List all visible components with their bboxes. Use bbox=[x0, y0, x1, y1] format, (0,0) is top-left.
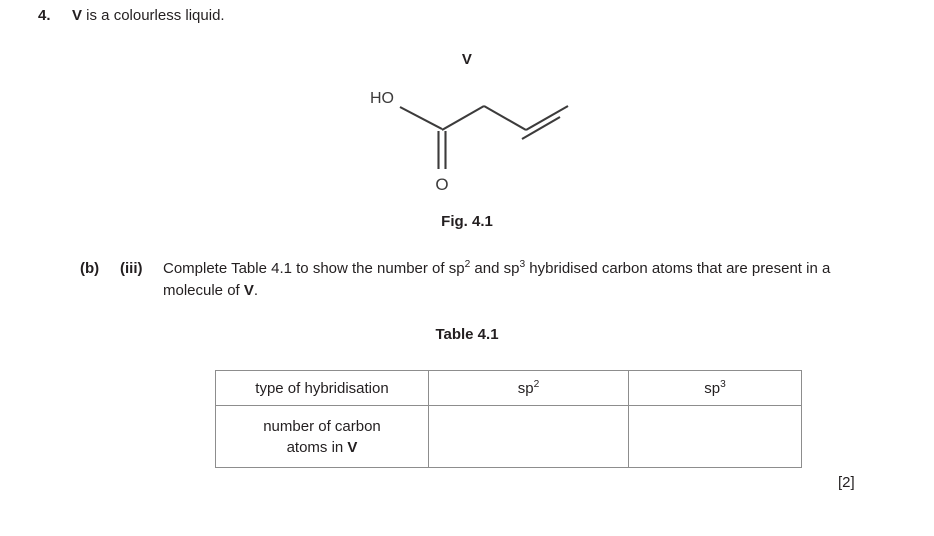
sp2-base: sp bbox=[517, 379, 534, 397]
question-stem-text: is a colourless liquid. bbox=[82, 7, 225, 24]
sp2-exponent: 2 bbox=[533, 378, 540, 390]
bond-hydroxyl-to-carbonyl bbox=[399, 106, 443, 130]
hydroxyl-label: HO bbox=[370, 90, 394, 107]
sp2-superscript: 2 bbox=[464, 259, 471, 270]
answer-label-line-2: atoms in bbox=[286, 438, 348, 456]
answer-label-line-1: number of carbon bbox=[263, 417, 381, 435]
bond-c3-c4-double-outer bbox=[525, 105, 569, 131]
answer-cell-sp2[interactable] bbox=[428, 405, 629, 468]
bond-c1-c2 bbox=[441, 105, 485, 131]
sp3-base: sp bbox=[704, 379, 721, 397]
compound-letter-inline: V bbox=[72, 7, 83, 24]
molecule-label: V bbox=[461, 51, 473, 68]
table-row-answer: number of carbon atoms in V bbox=[215, 405, 802, 468]
instruction-segment-4: . bbox=[253, 282, 259, 299]
hybridisation-table: type of hybridisation sp2 sp3 number of … bbox=[215, 370, 802, 468]
instruction-segment-3: hybridised carbon atoms that are present… bbox=[163, 260, 831, 299]
marks-allocation: [2] bbox=[838, 474, 855, 491]
instruction-segment-2: and sp bbox=[470, 260, 520, 277]
cell-number-of-carbon-atoms: number of carbon atoms in V bbox=[215, 405, 429, 468]
sp3-superscript: 3 bbox=[519, 259, 526, 270]
part-letter: (b) bbox=[80, 260, 100, 277]
cell-label-stacked: number of carbon atoms in V bbox=[216, 416, 428, 458]
bond-c2-c3 bbox=[483, 105, 527, 131]
part-b-iii: (b) (iii) Complete Table 4.1 to show the… bbox=[80, 258, 890, 302]
bond-c3-c4-double-inner bbox=[521, 116, 561, 140]
compound-letter-table: V bbox=[347, 438, 358, 456]
instruction-segment-1: Complete Table 4.1 to show the number of… bbox=[163, 260, 465, 277]
table-caption: Table 4.1 bbox=[435, 326, 499, 343]
figure-caption: Fig. 4.1 bbox=[441, 213, 493, 230]
cell-header-sp2: sp2 bbox=[428, 370, 629, 406]
table-row-header: type of hybridisation sp2 sp3 bbox=[215, 370, 802, 406]
part-instruction-text: Complete Table 4.1 to show the number of… bbox=[163, 258, 890, 302]
molecule-structure-diagram: HO O bbox=[370, 90, 569, 194]
answer-cell-sp3[interactable] bbox=[628, 405, 802, 468]
question-stem: 4. V is a colourless liquid. bbox=[38, 6, 225, 26]
question-number: 4. bbox=[38, 7, 51, 24]
part-roman-numeral: (iii) bbox=[120, 260, 143, 277]
cell-header-sp3: sp3 bbox=[628, 370, 802, 406]
cell-type-of-hybridisation: type of hybridisation bbox=[215, 370, 429, 406]
sp3-exponent: 3 bbox=[720, 378, 726, 390]
compound-letter-instruction: V bbox=[243, 282, 254, 299]
carbonyl-oxygen-label: O bbox=[435, 175, 448, 194]
figure-4-1: V HO O Fig. 4.1 bbox=[0, 45, 934, 235]
